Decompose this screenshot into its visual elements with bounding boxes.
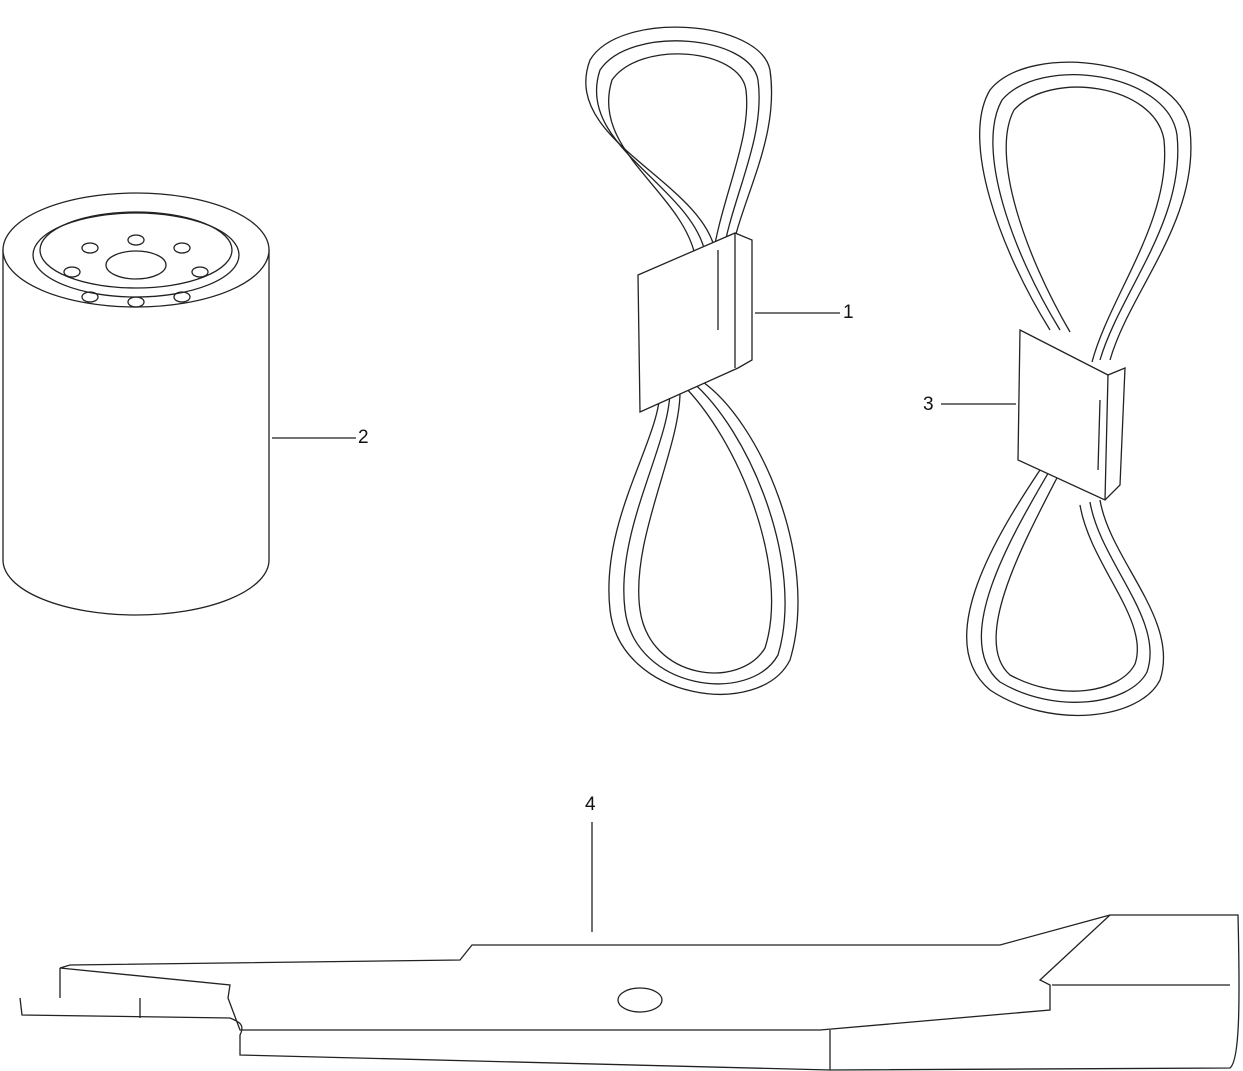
callout-3: 3 [923, 394, 934, 415]
mower-blade [19, 914, 1240, 1071]
drive-belt-1 [585, 26, 799, 695]
callout-2: 2 [358, 427, 369, 448]
callout-4: 4 [585, 794, 596, 815]
callout-1: 1 [843, 302, 854, 323]
oil-filter [2, 192, 270, 616]
drive-belt-3 [966, 61, 1192, 717]
